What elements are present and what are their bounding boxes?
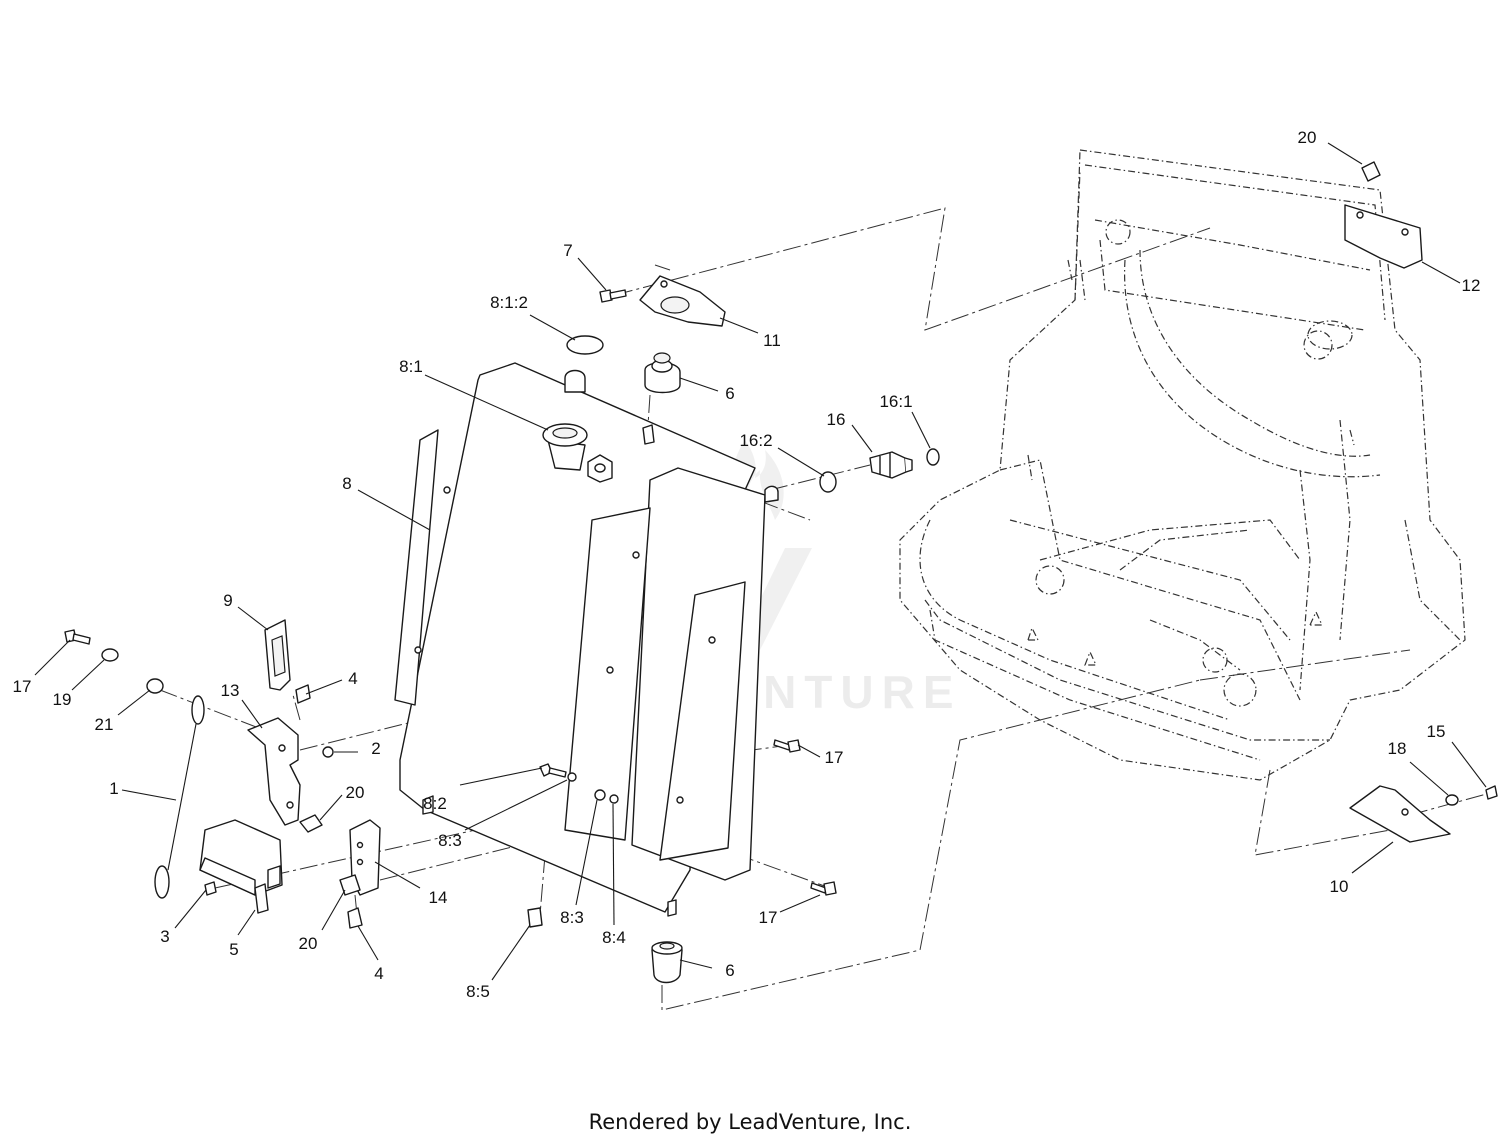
- callout-14: 14: [429, 888, 448, 907]
- bolt-17-middle: [773, 739, 801, 753]
- washer-8-3-lower: [594, 789, 606, 801]
- callout-8-1: 8:1: [399, 357, 423, 376]
- callout-4-lower: 4: [374, 964, 383, 983]
- callout-8-2: 8:2: [423, 794, 447, 813]
- callout-13: 13: [221, 681, 240, 700]
- bracket-13: [247, 717, 301, 826]
- callout-16-2: 16:2: [739, 431, 772, 450]
- screw-3: [204, 881, 217, 896]
- nut-20-bracket: [299, 814, 323, 833]
- module-5: [199, 819, 283, 914]
- callout-3: 3: [160, 927, 169, 946]
- callout-11: 11: [763, 331, 781, 350]
- nut-4-upper: [295, 684, 311, 704]
- callout-20-plate: 20: [1298, 128, 1317, 147]
- callout-8-1-2: 8:1:2: [490, 293, 528, 312]
- callout-10: 10: [1330, 877, 1349, 896]
- nut-2: [322, 746, 334, 758]
- callout-4-upper: 4: [348, 669, 357, 688]
- clip-14: [349, 819, 381, 896]
- washer-19: [101, 648, 119, 662]
- shield-10: [1349, 785, 1451, 843]
- bolt-17-lower: [810, 881, 837, 896]
- leader-lines: [34, 142, 1487, 981]
- callout-17-middle: 17: [825, 748, 844, 767]
- callout-19: 19: [53, 690, 72, 709]
- seal-disc-8-1-2: [566, 335, 604, 355]
- spacer-21: [146, 678, 164, 694]
- callout-15: 15: [1427, 722, 1446, 741]
- callout-8-3-upper: 8:3: [438, 831, 462, 850]
- callout-12: 12: [1462, 276, 1481, 295]
- callout-17-lower: 17: [759, 908, 778, 927]
- callout-17-left: 17: [13, 677, 32, 696]
- callout-16-1: 16:1: [879, 392, 912, 411]
- callout-8-5: 8:5: [466, 982, 490, 1001]
- o-ring-16-1: [926, 448, 940, 466]
- fitting-16: [869, 451, 913, 479]
- callout-8-3-lower: 8:3: [560, 908, 584, 927]
- callout-20-clip: 20: [299, 934, 318, 953]
- grommet-6-top: [644, 352, 681, 394]
- callout-6-bottom: 6: [725, 961, 734, 980]
- callout-6-top: 6: [725, 384, 734, 403]
- plate-12: [1344, 204, 1423, 269]
- washer-8-3-upper: [567, 772, 577, 782]
- callout-18: 18: [1388, 739, 1407, 758]
- strap-9: [264, 619, 291, 691]
- grommet-6-bottom: [651, 941, 683, 984]
- callout-21: 21: [95, 715, 114, 734]
- bolt-8-2: [539, 763, 567, 778]
- o-ring-16-2: [819, 471, 837, 493]
- footer-credit: Rendered by LeadVenture, Inc.: [588, 1110, 912, 1134]
- nut-4-lower: [347, 907, 363, 929]
- nut-8-4: [609, 794, 619, 804]
- callout-9: 9: [223, 591, 232, 610]
- plug-8-5: [527, 907, 543, 928]
- callout-2: 2: [371, 739, 380, 758]
- radiator-assembly: [394, 362, 779, 917]
- bracket-11: [639, 275, 726, 327]
- callout-8-4: 8:4: [602, 928, 626, 947]
- callout-1: 1: [109, 779, 118, 798]
- bolt-15: [1485, 785, 1498, 800]
- bolt-17-left: [64, 629, 91, 645]
- callout-20-bracket: 20: [346, 783, 365, 802]
- callout-5: 5: [229, 940, 238, 959]
- callout-7: 7: [563, 241, 572, 260]
- callout-8: 8: [342, 474, 351, 493]
- callout-16: 16: [827, 410, 846, 429]
- machine-frame: [899, 149, 1466, 781]
- washer-18: [1445, 794, 1459, 806]
- nut-20-plate: [1361, 161, 1381, 182]
- bolt-7: [599, 289, 627, 303]
- cable-1: [154, 695, 205, 899]
